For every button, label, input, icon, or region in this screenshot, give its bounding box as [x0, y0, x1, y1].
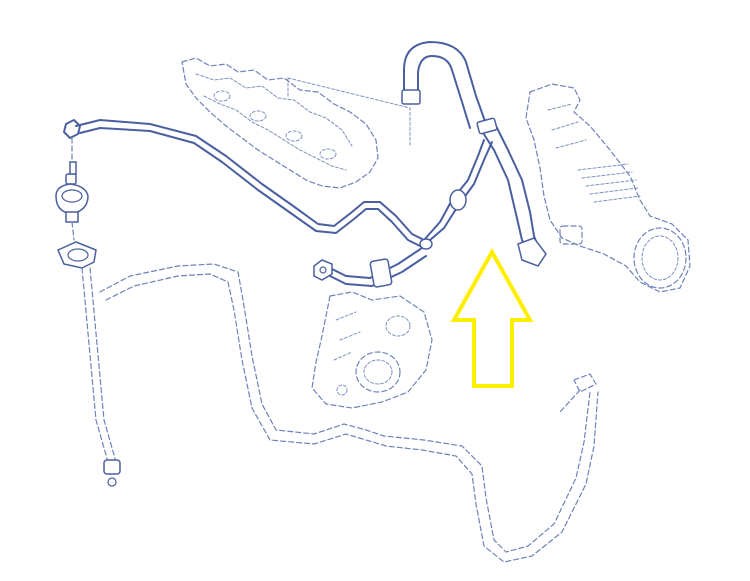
flexible-hose	[401, 41, 547, 267]
vacuum-pipe-lower	[313, 247, 427, 288]
check-valve-assembly	[55, 119, 121, 487]
dashed-harness-loop	[99, 263, 599, 563]
engine-manifold-outline	[181, 57, 411, 189]
throttle-body-outline	[311, 291, 433, 409]
intake-duct-outline	[525, 83, 691, 413]
highlight-arrow-up-icon	[450, 247, 534, 388]
vacuum-pipe-main	[75, 119, 493, 250]
